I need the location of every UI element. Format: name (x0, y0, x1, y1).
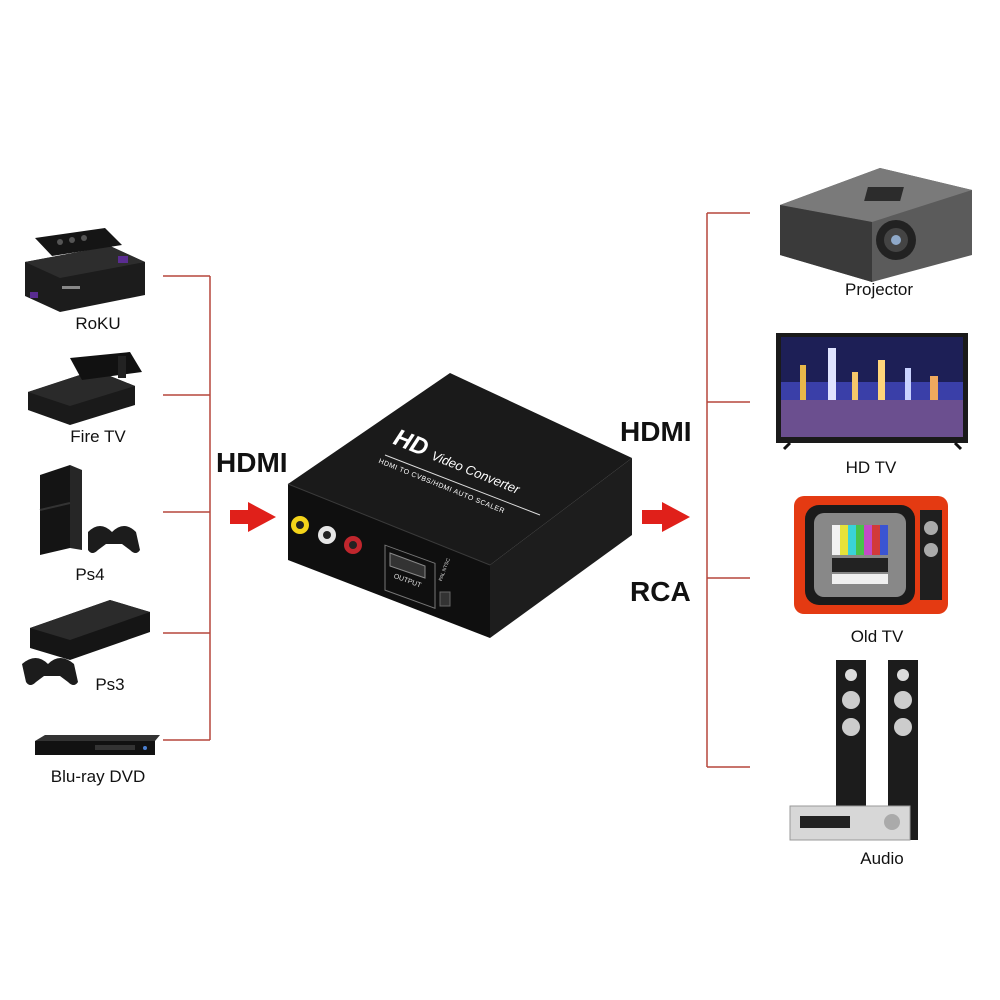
output-label-audio: Audio (860, 849, 904, 868)
output-connection-label-rca: RCA (630, 576, 691, 607)
bluray-player-icon (35, 735, 160, 755)
output-label-projector: Projector (844, 280, 914, 299)
output-arrow-icon (642, 502, 690, 532)
output-connector-lines (706, 212, 750, 768)
ps4-console-icon (39, 465, 140, 555)
roku-device-icon (25, 228, 145, 312)
output-label-hd-tv: HD TV (845, 458, 897, 477)
projector-icon (780, 168, 972, 282)
output-label-old-tv: Old TV (850, 627, 904, 646)
input-arrow-icon (230, 502, 276, 532)
input-connector-lines (163, 275, 211, 741)
input-label-ps3: Ps3 (95, 675, 125, 694)
ps3-console-icon (22, 600, 150, 685)
fire-tv-device-icon (28, 352, 142, 425)
input-connection-label: HDMI (216, 447, 288, 478)
output-connection-label-hdmi: HDMI (620, 416, 692, 447)
audio-system-icon (789, 660, 918, 841)
input-label-roku: RoKU (75, 314, 121, 333)
input-label-ps4: Ps4 (75, 565, 105, 584)
input-label-fire-tv: Fire TV (70, 427, 126, 446)
hd-video-converter-box (287, 373, 632, 638)
hd-tv-icon (776, 333, 968, 451)
old-tv-icon (794, 496, 948, 614)
input-label-bluray: Blu-ray DVD (50, 767, 146, 786)
